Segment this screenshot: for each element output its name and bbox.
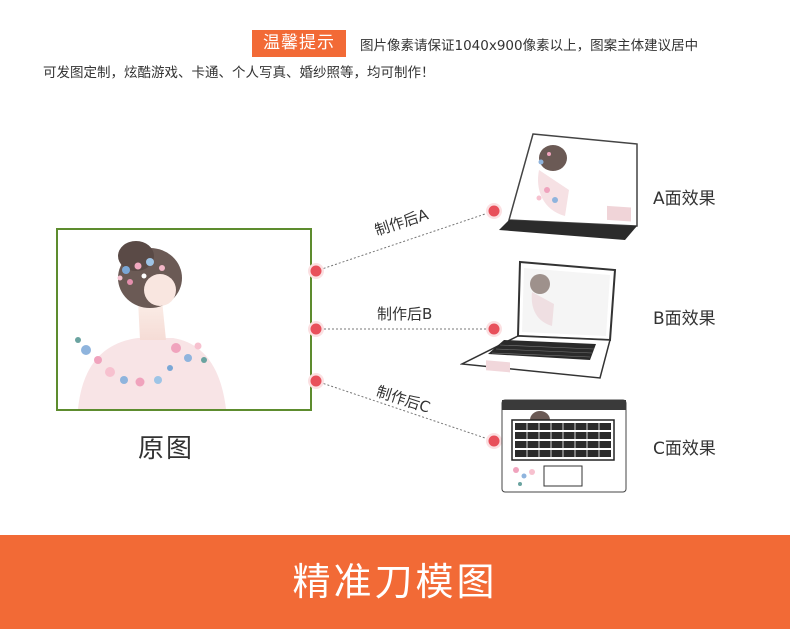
result-label-a: A面效果 xyxy=(653,189,716,209)
original-artwork-illustration xyxy=(75,241,226,409)
connector-dot-end-c xyxy=(486,433,502,449)
connector-line-c xyxy=(315,380,495,442)
footer-title: 精准刀模图 xyxy=(292,560,498,604)
connector-label-b: 制作后B xyxy=(377,305,433,323)
laptop-c-side-illustration xyxy=(501,399,627,493)
laptop-a-side-illustration xyxy=(499,133,638,240)
result-label-b: B面效果 xyxy=(653,309,716,329)
connector-line-a xyxy=(315,210,495,272)
connector-dot-end-b xyxy=(486,321,502,337)
connector-dot-origin-c xyxy=(308,373,324,389)
original-image-label: 原图 xyxy=(137,434,194,464)
tip-text-line-1: 图片像素请保证1040x900像素以上，图案主体建议居中 xyxy=(360,38,699,54)
tip-text-line-2: 可发图定制，炫酷游戏、卡通、个人写真、婚纱照等，均可制作！ xyxy=(43,65,435,81)
result-label-c: C面效果 xyxy=(653,439,716,459)
connector-dot-origin-a xyxy=(308,263,324,279)
laptop-b-side-illustration xyxy=(460,260,617,379)
footer-banner: 精准刀模图 xyxy=(0,535,790,629)
connector-dot-end-a xyxy=(486,203,502,219)
tip-badge: 温馨提示 xyxy=(252,30,346,57)
connector-dot-origin-b xyxy=(308,321,324,337)
original-image-frame xyxy=(56,228,312,411)
